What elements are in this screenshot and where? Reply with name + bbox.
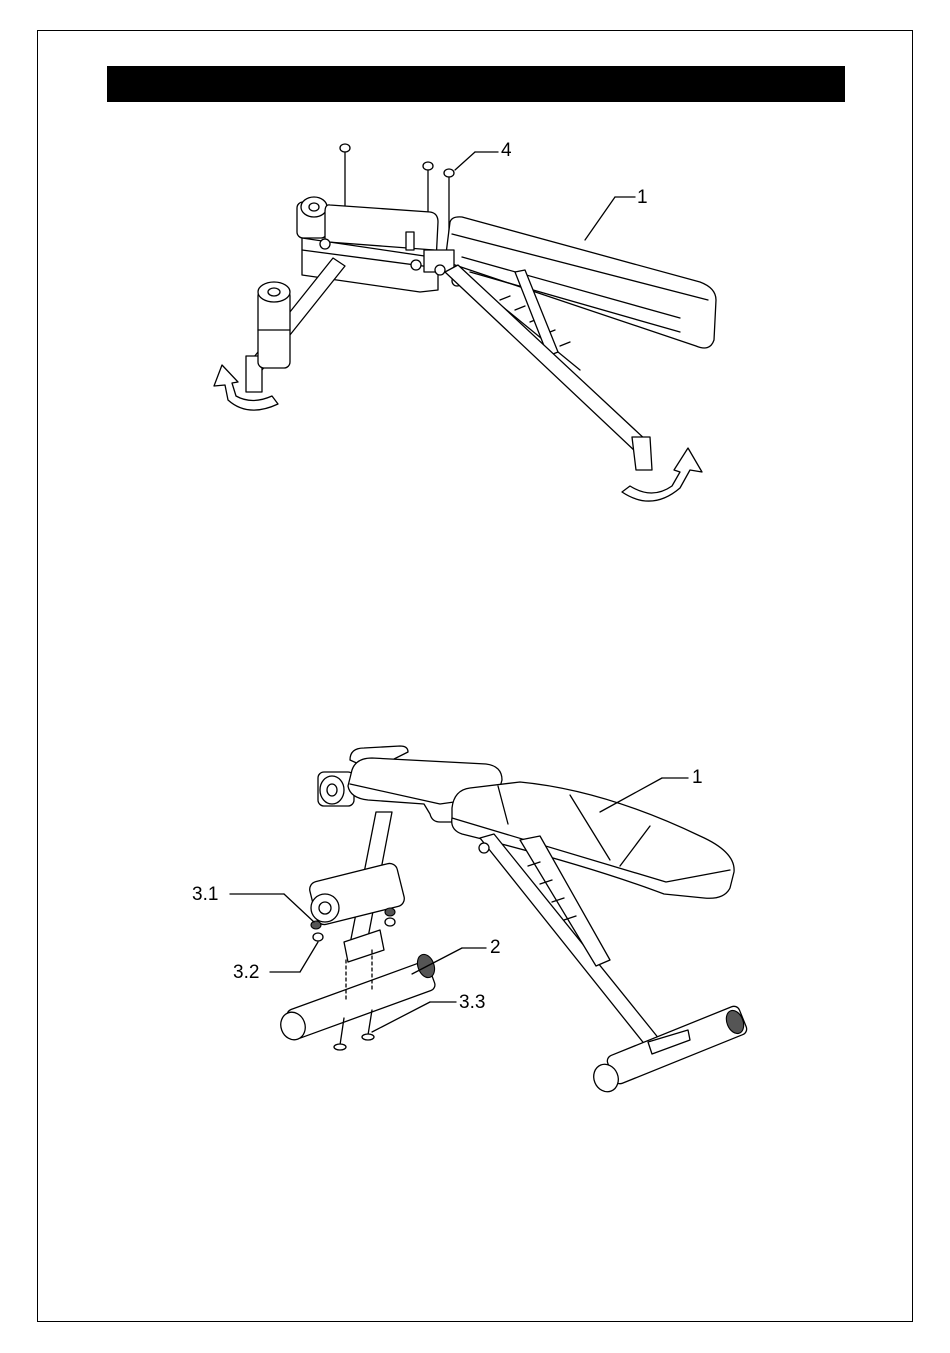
callout-nut-3-1: 3.1 bbox=[192, 885, 218, 904]
callout-seat-1-bottom: 1 bbox=[692, 768, 703, 787]
callout-washer-3-2: 3.2 bbox=[233, 963, 259, 982]
callout-bolt-3-3: 3.3 bbox=[459, 993, 485, 1012]
callout-front-tube-2: 2 bbox=[490, 938, 501, 957]
